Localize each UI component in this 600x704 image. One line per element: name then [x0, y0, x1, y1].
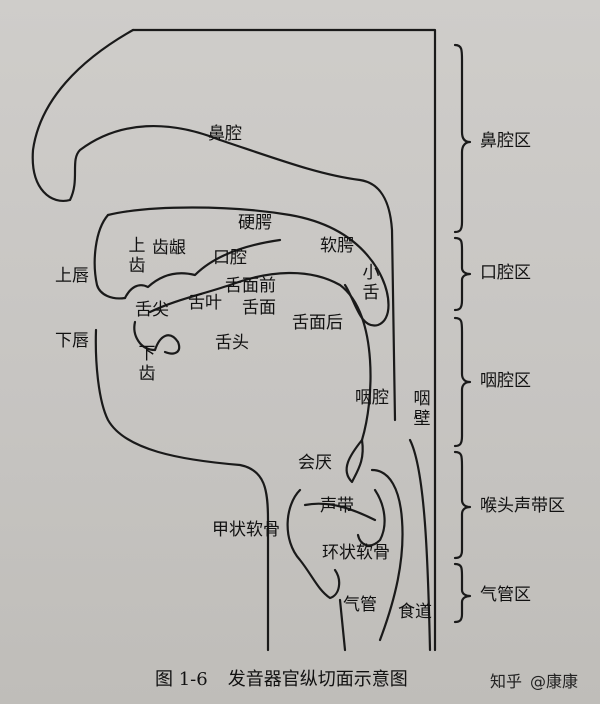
upper-teeth-outline — [123, 238, 282, 300]
bracket-tracheal — [453, 562, 472, 624]
label-upper-lip: 上唇 — [55, 266, 89, 286]
tongue-outline — [148, 271, 372, 442]
label-oral-cavity: 口腔 — [213, 248, 247, 268]
label-tongue-surface: 舌面 — [242, 298, 276, 318]
bracket-oral — [453, 236, 472, 312]
label-epiglottis: 会厌 — [298, 453, 332, 473]
label-soft-palate: 软腭 — [320, 236, 354, 256]
figure-title: 发音器官纵切面示意图 — [227, 669, 408, 690]
label-tongue-body: 舌头 — [215, 333, 249, 353]
lower-lip-outline — [133, 320, 181, 355]
label-tongue-blade: 舌叶 — [188, 293, 222, 313]
bracket-nasal — [453, 43, 472, 234]
trachea-outline — [338, 598, 347, 652]
bracket-pharyngeal — [453, 316, 472, 448]
bracket-laryngeal — [453, 450, 472, 560]
lower-jaw-outline — [94, 328, 270, 652]
nasal-cavity-outline — [31, 28, 397, 422]
watermark: 知乎 @康康 — [490, 668, 578, 692]
epiglottis-outline — [345, 438, 364, 484]
watermark-site: 知乎 — [490, 672, 523, 691]
label-vocal-cords: 声带 — [320, 496, 354, 516]
back-wall-outline — [131, 28, 437, 652]
label-upper-teeth: 上齿 — [128, 236, 146, 276]
watermark-author: @康康 — [530, 672, 579, 691]
vocal-cord-outline — [303, 502, 377, 522]
label-cricoid-cartilage: 环状软骨 — [322, 543, 390, 563]
label-uvula: 小舌 — [362, 263, 380, 303]
label-thyroid-cartilage: 甲状软骨 — [212, 520, 280, 540]
label-nasal-cavity: 鼻腔 — [208, 124, 242, 144]
label-region-laryngeal: 喉头声带区 — [480, 496, 565, 516]
esophagus-outline — [408, 438, 432, 652]
figure-caption: 图 1-6 发音器官纵切面示意图 — [155, 665, 408, 691]
label-region-oral: 口腔区 — [480, 263, 531, 283]
figure-number: 图 1-6 — [155, 669, 208, 690]
label-region-nasal: 鼻腔区 — [480, 131, 531, 151]
label-pharynx: 咽腔 — [355, 388, 389, 408]
label-lower-lip: 下唇 — [55, 331, 89, 351]
label-tongue-tip: 舌尖 — [135, 300, 169, 320]
label-tongue-back: 舌面后 — [292, 313, 343, 333]
larynx-back-outline — [370, 468, 404, 642]
label-lower-teeth: 下齿 — [138, 344, 156, 384]
palate-outline — [106, 206, 390, 327]
upper-lip-outline — [93, 213, 127, 300]
label-trachea: 气管 — [343, 595, 377, 615]
label-region-tracheal: 气管区 — [480, 585, 531, 605]
label-hard-palate: 硬腭 — [238, 213, 272, 233]
label-upper-gum: 齿龈 — [152, 238, 186, 258]
label-tongue-front: 舌面前 — [225, 276, 276, 296]
larynx-front-outline — [286, 488, 341, 600]
label-esophagus: 食道 — [398, 602, 432, 622]
label-pharynx-wall: 咽壁 — [413, 389, 431, 429]
cricoid-outline — [356, 488, 386, 547]
label-region-pharyngeal: 咽腔区 — [480, 371, 531, 391]
